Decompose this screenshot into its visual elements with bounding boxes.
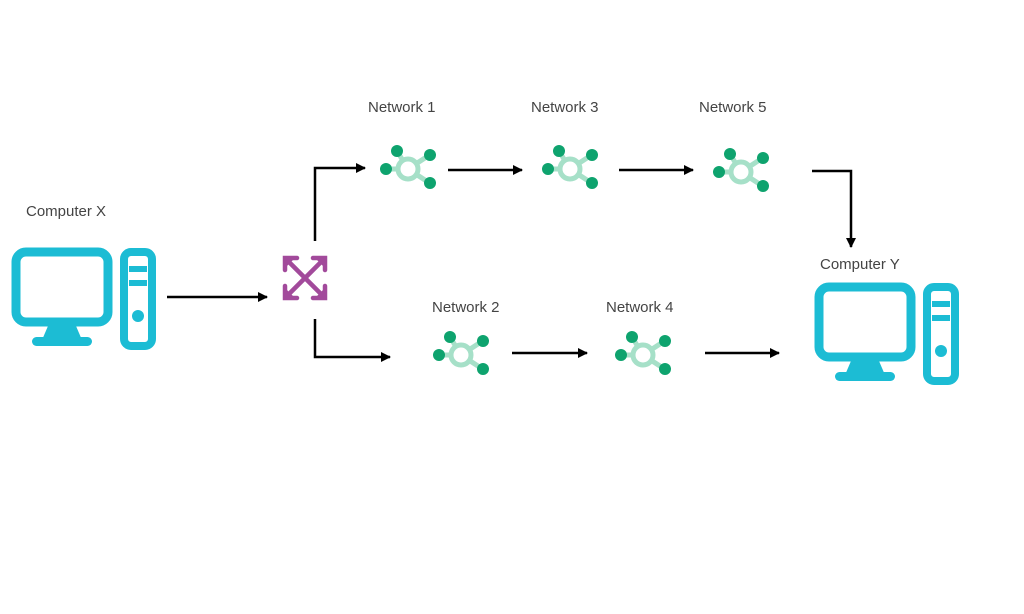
router-expand-arrows-icon[interactable] <box>282 255 328 301</box>
network-5-label: Network 5 <box>699 99 767 116</box>
network-1-icon[interactable] <box>380 145 436 189</box>
network-2-label: Network 2 <box>432 299 500 316</box>
network-2-icon[interactable] <box>433 331 489 375</box>
computer-y-icon[interactable] <box>819 287 955 381</box>
network-5-icon[interactable] <box>713 148 769 192</box>
network-4-label: Network 4 <box>606 299 674 316</box>
arrow-router-to-network-1 <box>313 163 366 241</box>
network-4-icon[interactable] <box>615 331 671 375</box>
computer-x-label: Computer X <box>26 203 107 220</box>
network-3-label: Network 3 <box>531 99 599 116</box>
computer-x-icon[interactable] <box>16 252 152 346</box>
network-1-label: Network 1 <box>368 99 436 116</box>
computer-y-label: Computer Y <box>820 256 900 273</box>
arrow-router-to-network-2 <box>313 319 391 362</box>
network-3-icon[interactable] <box>542 145 598 189</box>
arrow-network-5-to-computer-y <box>812 169 856 248</box>
